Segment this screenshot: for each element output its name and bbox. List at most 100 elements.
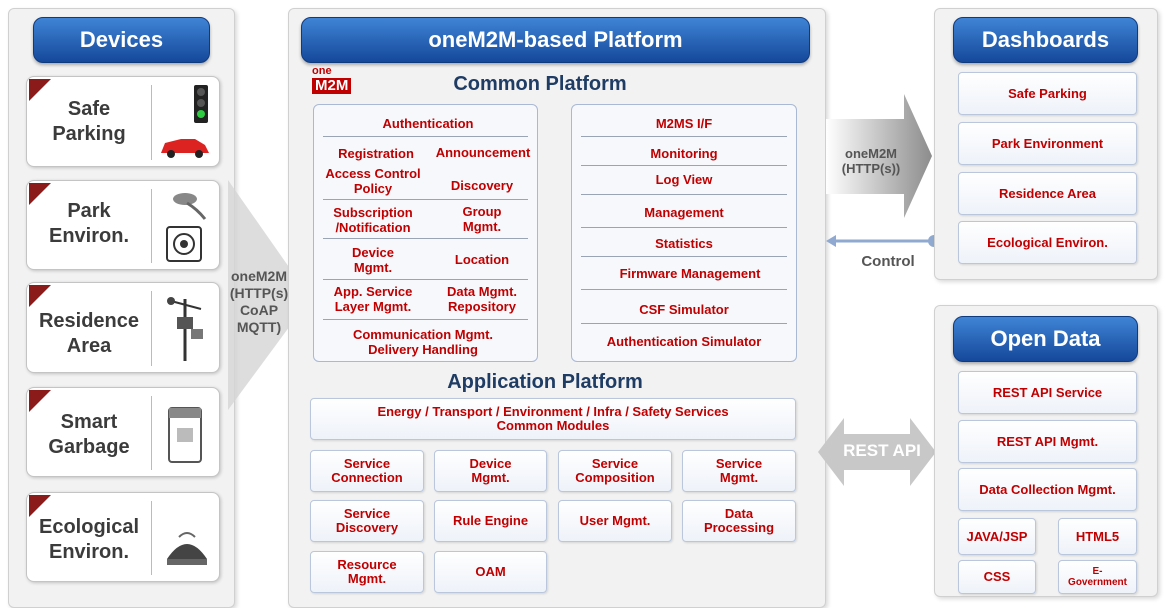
device-label-line2: Parking [52,123,126,145]
module-line2: Composition [575,470,655,485]
corner-marker-icon [29,390,51,412]
csf-communication-mgmt[interactable]: Communication Mgmt. Delivery Handling [313,327,533,357]
device-label-line1: Smart [60,411,118,433]
devices-title: Devices [33,17,210,63]
device-label: Ecological Environ. [27,515,151,565]
module-line1: Service [715,456,763,471]
open-data-collection-mgmt[interactable]: Data Collection Mgmt. [958,468,1137,511]
csf-line1: Access Control [325,166,421,181]
open-data-title: Open Data [953,316,1138,362]
device-label-line2: Garbage [48,436,130,458]
csf-announcement[interactable]: Announcement [435,145,531,160]
traffic-light-and-car-icon [161,85,209,158]
tool-statistics[interactable]: Statistics [655,236,713,251]
connector-line1: oneM2M [845,146,897,161]
corner-marker-icon [29,79,51,101]
tool-firmware-management[interactable]: Firmware Management [619,266,761,281]
divider [581,165,787,166]
device-card-ecological-environ[interactable]: Ecological Environ. [26,492,220,582]
csf-line1: Communication Mgmt. [352,327,494,342]
dashboards-title: Dashboards [953,17,1138,63]
corner-marker-icon [29,495,51,517]
connector-line2: (HTTP(s)) [841,161,901,176]
divider [323,238,528,239]
csf-line2: Mgmt. [353,260,393,275]
module-line1: Device [469,456,512,471]
device-card-smart-garbage[interactable]: Smart Garbage [26,387,220,477]
module-user-mgmt[interactable]: User Mgmt. [558,500,672,542]
protocol-line1: oneM2M [231,268,287,284]
protocol-line3: CoAP [239,302,279,318]
csf-discovery[interactable]: Discovery [450,178,514,193]
csf-device-mgmt[interactable]: Device Mgmt. [318,245,428,275]
device-label-line2: Environ. [48,225,129,247]
device-label: Smart Garbage [27,410,151,460]
open-data-rest-api-mgmt[interactable]: REST API Mgmt. [958,420,1137,463]
tool-m2ms-if[interactable]: M2MS I/F [655,116,713,131]
divider [581,194,787,195]
open-data-java-jsp[interactable]: JAVA/JSP [958,518,1036,555]
csf-registration[interactable]: Registration [338,146,414,161]
csf-app-service-layer-mgmt[interactable]: App. Service Layer Mgmt. [318,284,428,314]
device-card-park-environ[interactable]: Park Environ. [26,180,220,270]
banner-line1: Energy / Transport / Environment / Infra… [377,404,729,419]
divider [323,136,528,137]
open-data-e-government[interactable]: E- Government [1058,560,1137,594]
onem2m-logo: one M2M [312,66,364,96]
divider [581,136,787,137]
divider [581,227,787,228]
csf-data-mgmt-repository[interactable]: Data Mgmt. Repository [430,284,534,314]
services-common-modules-banner[interactable]: Energy / Transport / Environment / Infra… [310,398,796,440]
device-label: Residence Area [27,309,151,359]
divider [581,256,787,257]
tool-authentication-simulator[interactable]: Authentication Simulator [606,334,762,349]
open-data-css[interactable]: CSS [958,560,1036,594]
csf-group-mgmt[interactable]: Group Mgmt. [430,204,534,234]
platform-title: oneM2M-based Platform [301,17,810,63]
module-rule-engine[interactable]: Rule Engine [434,500,547,542]
device-card-residence-area[interactable]: Residence Area [26,282,220,373]
divider [151,291,152,366]
dashboard-residence-area[interactable]: Residence Area [958,172,1137,215]
rest-api-double-arrow-icon [818,418,936,486]
csf-authentication[interactable]: Authentication [382,116,474,131]
module-line2: Discovery [335,520,399,535]
divider [151,396,152,470]
module-line1: Data [724,506,754,521]
tool-log-view[interactable]: Log View [655,172,713,187]
device-label: Safe Parking [27,97,151,147]
banner-line2: Common Modules [496,418,610,433]
csf-location[interactable]: Location [454,252,510,267]
module-line1: Service [591,456,639,471]
dashboard-park-environment[interactable]: Park Environment [958,122,1137,165]
device-label-line2: Environ. [48,541,129,563]
module-oam[interactable]: OAM [434,551,547,593]
tool-csf-simulator[interactable]: CSF Simulator [639,302,729,317]
module-line2: Mgmt. [719,470,759,485]
dashboard-ecological-environ[interactable]: Ecological Environ. [958,221,1137,264]
open-data-html5[interactable]: HTML5 [1058,518,1137,555]
divider [323,279,528,280]
dashboard-safe-parking[interactable]: Safe Parking [958,72,1137,115]
lamp-and-meter-icon [166,193,207,262]
protocol-line2: (HTTP(s) [229,285,289,301]
tool-management[interactable]: Management [644,205,724,220]
module-line1: User Mgmt. [579,513,651,528]
csf-subscription-notification[interactable]: Subscription /Notification [318,205,428,235]
device-protocol-label: oneM2M (HTTP(s) CoAP MQTT) [228,268,290,336]
open-data-rest-api-service[interactable]: REST API Service [958,371,1137,414]
tool-monitoring[interactable]: Monitoring [650,146,718,161]
csf-access-control-policy[interactable]: Access Control Policy [318,166,428,196]
module-line1: OAM [475,564,506,579]
rest-api-label: REST API [843,441,921,460]
application-platform-title: Application Platform [447,371,643,393]
csf-line1: App. Service [333,284,413,299]
device-card-safe-parking[interactable]: Safe Parking [26,76,220,167]
